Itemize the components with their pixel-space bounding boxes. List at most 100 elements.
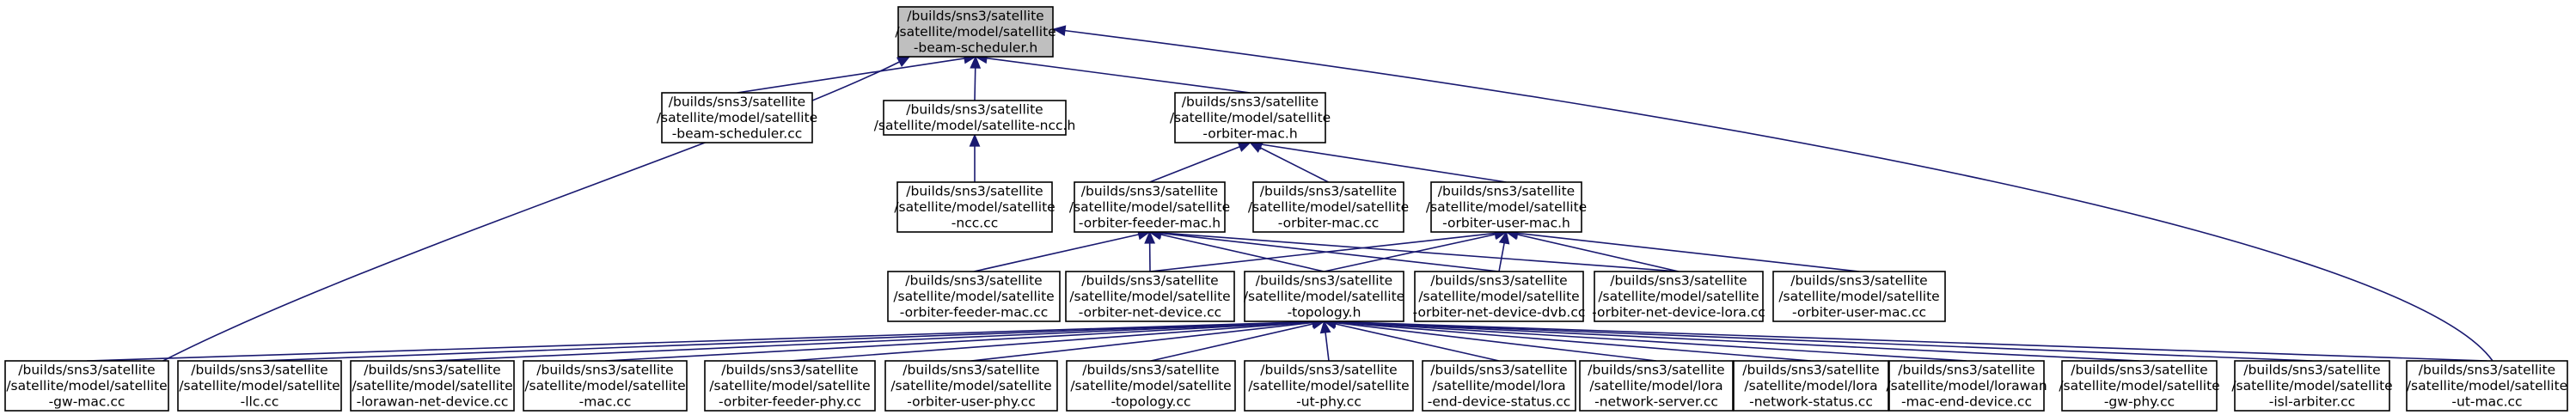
node-label-line: -orbiter-user-mac.h [1442, 215, 1570, 230]
dependency-edge [970, 55, 982, 101]
edge-line [259, 320, 1313, 362]
file-node[interactable]: /builds/sns3/satellite/satellite/model/s… [884, 360, 1058, 412]
file-node[interactable]: /builds/sns3/satellite/satellite/model/s… [4, 360, 169, 412]
file-node[interactable]: /builds/sns3/satellite/satellite/model/s… [1426, 181, 1587, 233]
dependency-edge [1322, 316, 2487, 362]
edge-line [1335, 320, 2313, 362]
node-label-line: /builds/sns3/satellite [364, 362, 500, 377]
node-label-line: /satellite/model/lora [1589, 378, 1722, 394]
node-box [2406, 360, 2568, 412]
file-node[interactable]: /builds/sns3/satellite/satellite/model/s… [177, 360, 342, 412]
edge-line [1261, 143, 1507, 183]
node-label-line: /builds/sns3/satellite [1430, 362, 1567, 377]
file-node[interactable]: /builds/sns3/satellite/satellite/model/l… [1422, 360, 1576, 412]
dependency-edge [1144, 230, 1156, 272]
arrowhead [1144, 230, 1156, 244]
node-label-line: /satellite/model/lorawan [1886, 378, 2047, 394]
file-node[interactable]: /builds/sns3/satellite/satellite/model/s… [1772, 271, 1946, 322]
file-node[interactable]: /builds/sns3/satellite/satellite/model/s… [2231, 360, 2393, 412]
dependency-edge [969, 133, 981, 182]
file-node[interactable]: /builds/sns3/satellite/satellite/model/s… [1244, 271, 1404, 322]
edge-line [1335, 321, 1812, 362]
node-label-line: /builds/sns3/satellite [1742, 362, 1879, 377]
node-label-line: /satellite/model/satellite [1778, 289, 1939, 304]
edge-line [1160, 232, 1500, 272]
file-node[interactable]: /builds/sns3/satellite/satellite/model/l… [1886, 360, 2047, 412]
file-node[interactable]: /builds/sns3/satellite/satellite/model/s… [2406, 360, 2568, 412]
node-label-line: /satellite/model/satellite [2059, 378, 2219, 394]
node-label-line: /builds/sns3/satellite [1256, 272, 1392, 288]
node-box [1772, 271, 1946, 322]
edge-line [431, 320, 1313, 362]
file-node[interactable]: /builds/sns3/satellite/satellite/model/s… [1248, 181, 1409, 233]
node-label-line: /satellite/model/satellite [894, 199, 1055, 215]
file-node[interactable]: /builds/sns3/satellite/satellite/model/s… [2059, 360, 2220, 412]
node-label-line: /satellite/model/satellite [890, 378, 1051, 394]
file-node[interactable]: /builds/sns3/satellite/satellite/model/l… [1579, 360, 1734, 412]
node-label-line: /builds/sns3/satellite [1430, 272, 1567, 288]
file-node[interactable]: /builds/sns3/satellite/satellite/model/s… [887, 271, 1061, 322]
node-label-line: /satellite/model/satellite [657, 110, 817, 125]
file-node[interactable]: /builds/sns3/satellite/satellite/model/s… [874, 100, 1076, 136]
root-header-node[interactable]: /builds/sns3/satellite/satellite/model/s… [895, 6, 1056, 58]
file-node[interactable]: /builds/sns3/satellite/satellite/model/l… [1733, 360, 1889, 412]
node-label-line: /satellite/model/satellite [1598, 289, 1759, 304]
dependency-edge [1149, 142, 1251, 183]
file-node[interactable]: /builds/sns3/satellite/satellite/model/s… [523, 360, 688, 412]
edge-line [1335, 320, 1967, 362]
node-label-line: /satellite/model/satellite [2407, 378, 2567, 394]
node-label-line: -isl-arbiter.cc [2269, 394, 2355, 409]
node-label-line: /builds/sns3/satellite [905, 272, 1042, 288]
node-label-line: /builds/sns3/satellite [536, 362, 673, 377]
node-label-line: /satellite/model/satellite [1170, 110, 1331, 125]
file-node[interactable]: /builds/sns3/satellite/satellite/model/s… [1069, 181, 1230, 233]
node-label-line: /builds/sns3/satellite [1081, 272, 1218, 288]
edge-line [1053, 28, 2493, 362]
edge-line [604, 320, 1313, 362]
file-node[interactable]: /builds/sns3/satellite/satellite/model/s… [1592, 271, 1765, 322]
node-label-line: /satellite/model/satellite [352, 378, 512, 394]
dependency-edge [737, 52, 977, 94]
node-label-line: /satellite/model/satellite [179, 378, 340, 394]
node-box [1244, 360, 1414, 412]
node-label-line: -topology.cc [1111, 394, 1190, 409]
node-label-line: -orbiter-mac.cc [1278, 215, 1380, 230]
file-node[interactable]: /builds/sns3/satellite/satellite/model/s… [1244, 360, 1414, 412]
node-label-line: /satellite/model/satellite [524, 378, 685, 394]
file-node[interactable]: /builds/sns3/satellite/satellite/model/s… [1065, 271, 1235, 322]
arrowhead [969, 133, 981, 147]
node-label-line: -beam-scheduler.h [914, 40, 1037, 55]
node-box [1065, 271, 1235, 322]
file-node[interactable]: /builds/sns3/satellite/satellite/model/s… [657, 92, 817, 143]
edge-line [1324, 233, 1496, 272]
edge-line [1325, 332, 1330, 362]
node-label-line: -ncc.cc [951, 215, 998, 230]
edge-line [1517, 232, 1860, 272]
edge-line [986, 57, 1251, 94]
node-box [661, 92, 813, 143]
file-node[interactable]: /builds/sns3/satellite/satellite/model/s… [1170, 92, 1331, 143]
node-label-line: /satellite/model/lora [1744, 378, 1877, 394]
node-box [4, 360, 169, 412]
node-box [883, 100, 1067, 136]
file-node[interactable]: /builds/sns3/satellite/satellite/model/s… [704, 360, 876, 412]
node-label-line: -ut-phy.cc [1296, 394, 1361, 409]
node-box [1430, 181, 1582, 233]
edge-line [1498, 242, 1505, 272]
dependency-edge [1149, 228, 1508, 272]
node-box [1888, 360, 2045, 412]
dependency-edge [1498, 230, 1510, 272]
node-box [1066, 360, 1236, 412]
file-node[interactable]: /builds/sns3/satellite/satellite/model/s… [1066, 360, 1236, 412]
edge-line [789, 321, 1313, 362]
file-node[interactable]: /builds/sns3/satellite/satellite/model/s… [350, 360, 515, 412]
file-node[interactable]: /builds/sns3/satellite/satellite/model/s… [894, 181, 1055, 233]
node-box [896, 181, 1053, 233]
edge-line [1149, 146, 1240, 183]
node-label-line: /satellite/model/satellite-ncc.h [874, 118, 1076, 133]
node-label-line: /satellite/model/satellite [2231, 378, 2392, 394]
dependency-edge [1324, 229, 1508, 272]
file-node[interactable]: /builds/sns3/satellite/satellite/model/s… [1413, 271, 1586, 322]
node-box [1414, 271, 1584, 322]
arrowhead [1052, 25, 1067, 37]
